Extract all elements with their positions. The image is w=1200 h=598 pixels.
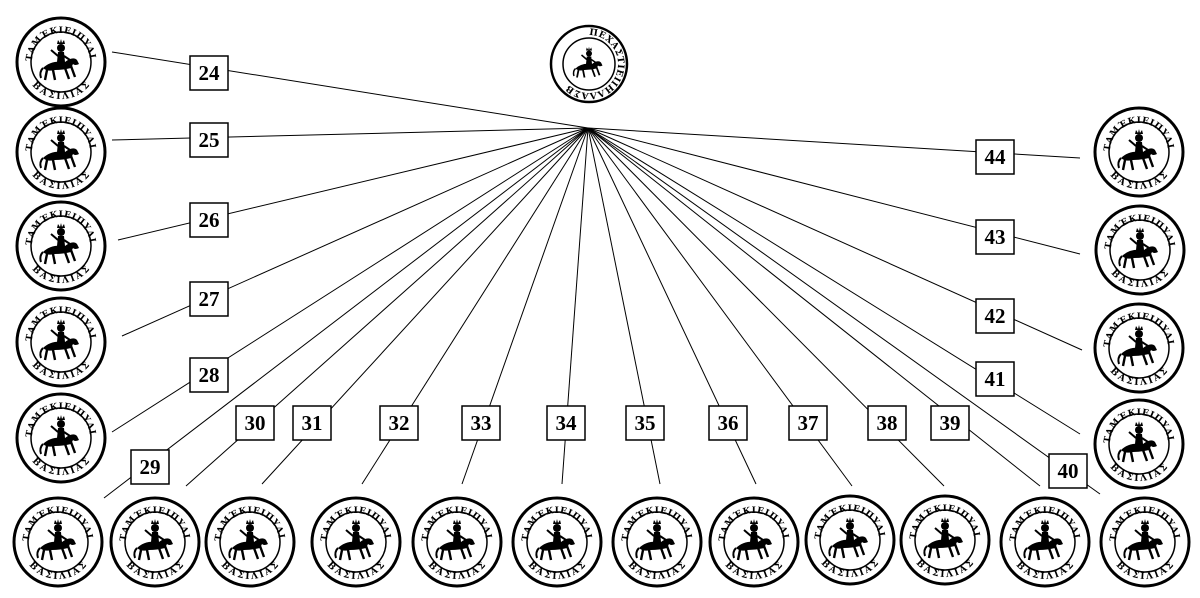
number-label-text: 33 xyxy=(471,411,492,435)
number-label-text: 34 xyxy=(556,411,578,435)
seal-image: ΙΤΑΜΈΚΙΕΙΠΥΛΙΣ ΒΑΣΙΛΙΑΣ xyxy=(15,16,107,108)
number-label: 32 xyxy=(379,405,419,441)
seal-image: ΙΤΑΜΈΚΙΕΙΠΥΛΙΣ ΒΑΣΙΛΙΑΣ xyxy=(899,494,991,586)
number-label: 27 xyxy=(189,281,229,317)
number-label-text: 31 xyxy=(302,411,323,435)
seal-image: ΙΤΑΜΈΚΙΕΙΠΥΛΙΣ ΒΑΣΙΛΙΑΣ xyxy=(1094,204,1186,296)
seal-image: ΙΤΑΜΈΚΙΕΙΠΥΛΙΣ ΒΑΣΙΛΙΑΣ xyxy=(1093,302,1185,394)
seal-image: ΙΤΑΜΈΚΙΕΙΠΥΛΙΣ ΒΑΣΙΛΙΑΣ xyxy=(12,496,104,588)
number-label-text: 28 xyxy=(199,363,220,387)
number-label: 31 xyxy=(292,405,332,441)
number-label: 38 xyxy=(867,405,907,441)
seal-image: ΙΤΑΜΈΚΙΕΙΠΥΛΙΣ ΒΑΣΙΛΙΑΣ xyxy=(611,496,703,588)
number-label: 35 xyxy=(625,405,665,441)
number-label-text: 35 xyxy=(635,411,656,435)
connector-line xyxy=(111,51,589,129)
number-label: 36 xyxy=(708,405,748,441)
number-label: 42 xyxy=(975,298,1015,334)
number-label: 43 xyxy=(975,219,1015,255)
seal-image: ΙΤΑΜΈΚΙΕΙΠΥΛΙΣ ΒΑΣΙΛΙΑΣ xyxy=(15,200,107,292)
seal-image: ΙΤΑΜΈΚΙΕΙΠΥΛΙΣ ΒΑΣΙΛΙΑΣ xyxy=(999,496,1091,588)
connector-line xyxy=(111,127,589,141)
number-label-text: 36 xyxy=(718,411,739,435)
number-label-text: 44 xyxy=(985,145,1007,169)
seal-image: ΙΤΑΜΈΚΙΕΙΠΥΛΙΣ ΒΑΣΙΛΙΑΣ xyxy=(15,296,107,388)
number-label: 44 xyxy=(975,139,1015,175)
seal-image: ΙΤΑΜΈΚΙΕΙΠΥΛΙΣ ΒΑΣΙΛΙΑΣ xyxy=(708,496,800,588)
number-label-text: 25 xyxy=(199,128,220,152)
number-label: 25 xyxy=(189,122,229,158)
number-label-text: 30 xyxy=(245,411,266,435)
seal-image: ΙΤΑΜΈΚΙΕΙΠΥΛΙΣ ΒΑΣΙΛΙΑΣ xyxy=(204,496,296,588)
seal-image: ΙΤΑΜΈΚΙΕΙΠΥΛΙΣ ΒΑΣΙΛΙΑΣ xyxy=(15,392,107,484)
number-label-text: 41 xyxy=(985,367,1006,391)
seal-image: ΙΤΑΜΈΚΙΕΙΠΥΛΙΣ ΒΑΣΙΛΙΑΣ xyxy=(511,496,603,588)
connector-line xyxy=(103,127,589,499)
number-label-text: 38 xyxy=(877,411,898,435)
number-label: 24 xyxy=(189,55,229,91)
connector-line xyxy=(111,127,589,433)
connector-line xyxy=(587,127,1101,495)
seal-image: ΙΤΑΜΈΚΙΕΙΠΥΛΙΣ ΒΑΣΙΛΙΑΣ xyxy=(411,496,503,588)
seal-image: ΙΤΑΜΈΚΙΕΙΠΥΛΙΣ ΒΑΣΙΛΙΑΣ xyxy=(310,496,402,588)
seal-image: ΙΤΑΜΈΚΙΕΙΠΥΛΙΣ ΒΑΣΙΛΙΑΣ xyxy=(804,494,896,586)
number-label-text: 40 xyxy=(1058,459,1079,483)
number-label: 39 xyxy=(930,405,970,441)
number-label-text: 43 xyxy=(985,225,1006,249)
number-label: 29 xyxy=(130,449,170,485)
number-label: 40 xyxy=(1048,453,1088,489)
central-seal: ΠΕΧΑΣΤΙΕΙΙΗΛΛΑΣΒ xyxy=(549,24,629,104)
seal-image: ΙΤΑΜΈΚΙΕΙΠΥΛΙΣ ΒΑΣΙΛΙΑΣ xyxy=(15,106,107,198)
number-label: 41 xyxy=(975,361,1015,397)
number-labels: 24 25 26 27 28 29 30 31 32 33 34 35 36 3… xyxy=(130,55,1088,489)
seal-images: ΙΤΑΜΈΚΙΕΙΠΥΛΙΣ ΒΑΣΙΛΙΑΣ ΙΤΑΜΈΚΙΕΙΠΥΛΙΣ Β… xyxy=(12,16,1191,588)
number-label: 33 xyxy=(461,405,501,441)
seal-image: ΙΤΑΜΈΚΙΕΙΠΥΛΙΣ ΒΑΣΙΛΙΑΣ xyxy=(109,496,201,588)
number-label-text: 39 xyxy=(940,411,961,435)
number-label-text: 42 xyxy=(985,304,1006,328)
seal-image: ΙΤΑΜΈΚΙΕΙΠΥΛΙΣ ΒΑΣΙΛΙΑΣ xyxy=(1099,496,1191,588)
seal-image: ΙΤΑΜΈΚΙΕΙΠΥΛΙΣ ΒΑΣΙΛΙΑΣ xyxy=(1093,398,1185,490)
number-label: 30 xyxy=(235,405,275,441)
number-label-text: 32 xyxy=(389,411,410,435)
number-label-text: 24 xyxy=(199,61,221,85)
number-label-text: 27 xyxy=(199,287,220,311)
number-label-text: 26 xyxy=(199,208,220,232)
number-label-text: 37 xyxy=(798,411,819,435)
number-label: 37 xyxy=(788,405,828,441)
number-label-text: 29 xyxy=(140,455,161,479)
number-label: 34 xyxy=(546,405,586,441)
connector-line xyxy=(117,127,589,241)
seal-image: ΙΤΑΜΈΚΙΕΙΠΥΛΙΣ ΒΑΣΙΛΙΑΣ xyxy=(1093,106,1185,198)
number-label: 26 xyxy=(189,202,229,238)
number-label: 28 xyxy=(189,357,229,393)
